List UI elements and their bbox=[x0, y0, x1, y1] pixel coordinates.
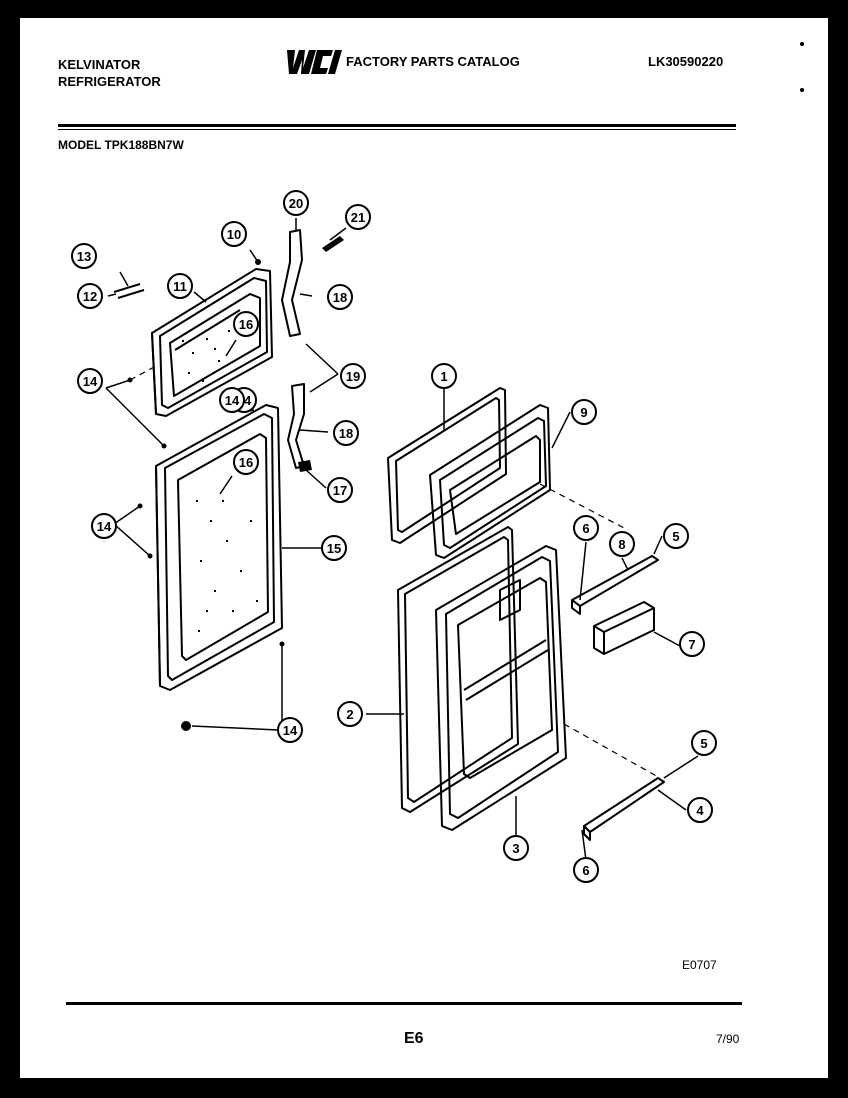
callout-14: 14 bbox=[77, 368, 103, 394]
callout-12: 12 bbox=[77, 283, 103, 309]
callout-label: 3 bbox=[512, 841, 519, 856]
callout-19: 19 bbox=[340, 363, 366, 389]
callout-label: 18 bbox=[339, 426, 353, 441]
shelf-rail-lower-part bbox=[583, 777, 665, 841]
callout-label: 1 bbox=[440, 369, 447, 384]
callouts: 1234556678910111213141414141415161617181… bbox=[71, 190, 717, 883]
callout-14: 14 bbox=[91, 513, 117, 539]
callout-10: 10 bbox=[221, 221, 247, 247]
callout-6: 6 bbox=[573, 857, 599, 883]
callout-label: 16 bbox=[239, 317, 253, 332]
insulation-texture bbox=[182, 330, 258, 632]
catalog-title: FACTORY PARTS CATALOG bbox=[346, 54, 520, 69]
header-rule-thin bbox=[58, 129, 736, 130]
callout-5: 5 bbox=[691, 730, 717, 756]
catalog-page: KELVINATOR REFRIGERATOR FACTORY PARTS CA… bbox=[20, 18, 828, 1078]
callout-18: 18 bbox=[327, 284, 353, 310]
dashed-guides bbox=[129, 365, 661, 779]
callout-label: 17 bbox=[333, 483, 347, 498]
callout-16: 16 bbox=[233, 449, 259, 475]
handle-upper-part bbox=[281, 229, 303, 337]
callout-label: 9 bbox=[580, 405, 587, 420]
callout-5: 5 bbox=[663, 523, 689, 549]
callout-label: 13 bbox=[77, 249, 91, 264]
callout-label: 21 bbox=[351, 210, 365, 225]
callout-label: 12 bbox=[83, 289, 97, 304]
shelf-rail-upper-part bbox=[571, 555, 659, 615]
callout-16: 16 bbox=[233, 311, 259, 337]
freezer-door-part bbox=[151, 268, 273, 417]
callout-label: 8 bbox=[618, 537, 625, 552]
callout-label: 11 bbox=[173, 279, 187, 294]
freezer-breaker-part bbox=[387, 387, 507, 544]
callout-8: 8 bbox=[609, 531, 635, 557]
callout-13: 13 bbox=[71, 243, 97, 269]
callout-label: 4 bbox=[696, 803, 704, 818]
wci-logo bbox=[287, 50, 342, 74]
callout-label: 6 bbox=[582, 521, 589, 536]
handle-lower-part bbox=[287, 383, 305, 469]
callout-18: 18 bbox=[333, 420, 359, 446]
callout-label: 20 bbox=[289, 196, 303, 211]
callout-1: 1 bbox=[431, 363, 457, 389]
page-number: E6 bbox=[404, 1030, 424, 1047]
callout-14: 14 bbox=[277, 717, 303, 743]
freezer-liner-part bbox=[429, 404, 551, 559]
callout-3: 3 bbox=[503, 835, 529, 861]
callout-label: 15 bbox=[327, 541, 341, 556]
callout-6: 6 bbox=[573, 515, 599, 541]
callout-label: 5 bbox=[700, 736, 707, 751]
header-rule bbox=[58, 124, 736, 127]
callout-label: 19 bbox=[346, 369, 360, 384]
callout-label: 18 bbox=[333, 290, 347, 305]
callout-label: 6 bbox=[582, 863, 589, 878]
callout-label: 16 bbox=[239, 455, 253, 470]
callout-2: 2 bbox=[337, 701, 363, 727]
callout-label: 2 bbox=[346, 707, 353, 722]
callout-label: 5 bbox=[672, 529, 679, 544]
callout-label: 14 bbox=[225, 393, 240, 408]
callout-21: 21 bbox=[345, 204, 371, 230]
product-type: REFRIGERATOR bbox=[58, 74, 161, 89]
callout-11: 11 bbox=[167, 273, 193, 299]
callout-label: 10 bbox=[227, 227, 241, 242]
brand-name: KELVINATOR bbox=[58, 57, 141, 72]
page-speck bbox=[800, 42, 804, 46]
model-number: MODEL TPK188BN7W bbox=[58, 138, 184, 152]
fresh-food-liner-part bbox=[435, 545, 567, 831]
document-number: LK30590220 bbox=[648, 54, 724, 69]
callout-label: 14 bbox=[83, 374, 98, 389]
callout-label: 14 bbox=[283, 723, 298, 738]
footer-rule bbox=[66, 1002, 742, 1005]
callout-14: 14 bbox=[219, 387, 245, 413]
callout-15: 15 bbox=[321, 535, 347, 561]
callout-label: 14 bbox=[97, 519, 112, 534]
fresh-food-gasket-part bbox=[397, 526, 519, 813]
callout-17: 17 bbox=[327, 477, 353, 503]
door-stop-part bbox=[113, 283, 145, 299]
brand-block: KELVINATOR REFRIGERATOR bbox=[58, 56, 161, 90]
butter-compartment-part bbox=[593, 601, 655, 655]
screw-parts bbox=[127, 236, 344, 731]
print-date: 7/90 bbox=[716, 1032, 740, 1046]
callout-7: 7 bbox=[679, 631, 705, 657]
callout-9: 9 bbox=[571, 399, 597, 425]
callout-label: 7 bbox=[688, 637, 695, 652]
page-speck bbox=[800, 88, 804, 92]
callout-20: 20 bbox=[283, 190, 309, 216]
fresh-food-door-part bbox=[155, 404, 283, 691]
illustration-code: E0707 bbox=[682, 958, 717, 972]
callout-4: 4 bbox=[687, 797, 713, 823]
